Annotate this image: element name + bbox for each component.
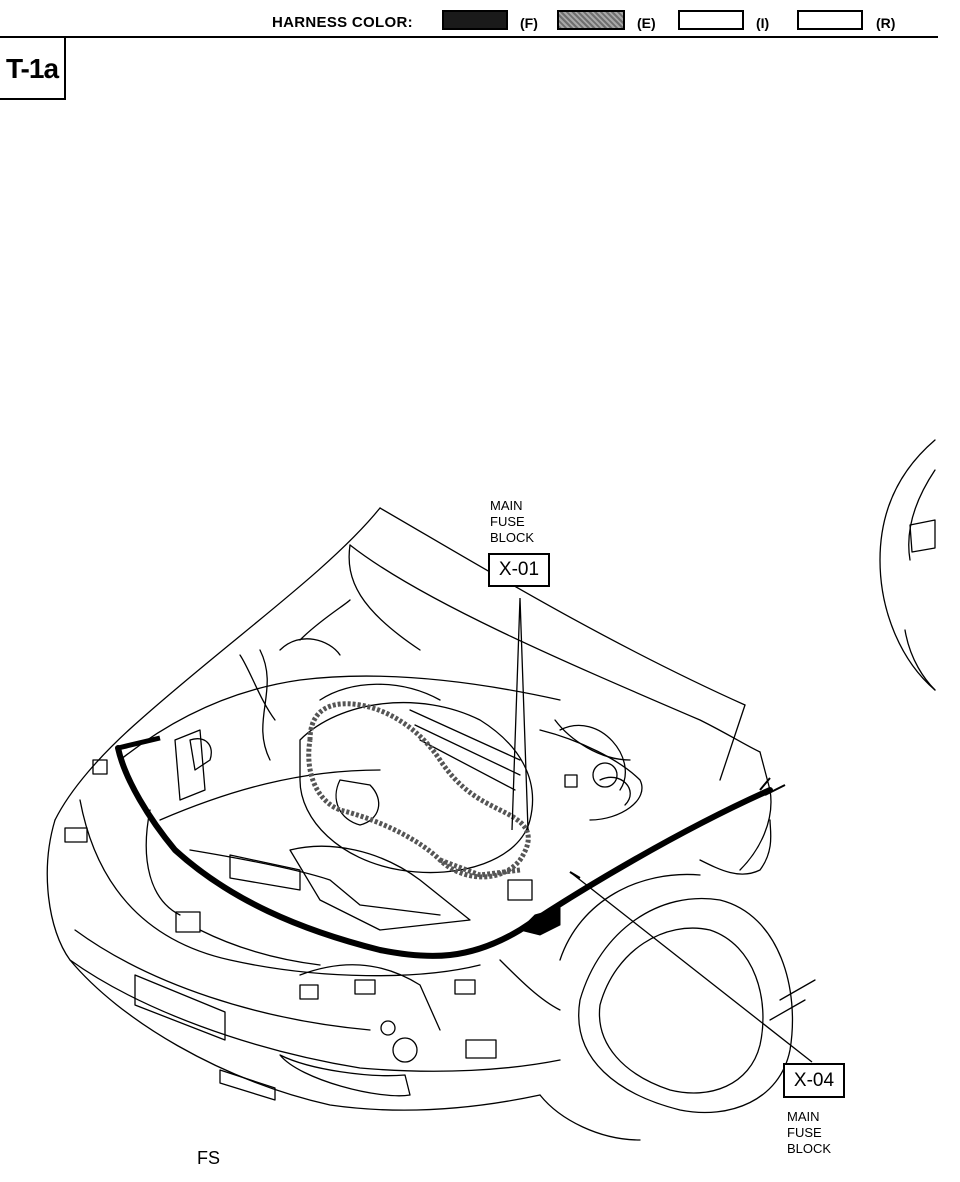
callout-line: MAIN	[490, 498, 523, 513]
adjacent-vehicle	[879, 439, 936, 691]
leader-x-01	[511, 597, 529, 831]
header-rule	[0, 36, 938, 38]
hood-edge	[349, 544, 761, 753]
callout-line: FUSE	[490, 514, 525, 529]
front-fascia	[46, 819, 541, 1111]
page-tab-label: T-1a	[6, 53, 59, 84]
harness-swatch-f	[442, 10, 508, 30]
harness-code-r: (R)	[876, 15, 896, 31]
harness-f-run	[115, 745, 773, 959]
harness-swatch-i	[678, 10, 744, 30]
harness-e-run	[306, 701, 531, 880]
connector-code-x-04: X-04	[783, 1063, 845, 1098]
harness-code-i: (I)	[756, 15, 770, 31]
harness-swatch-e	[557, 10, 625, 30]
grille-slot	[134, 974, 226, 1041]
harness-code-f: (F)	[520, 15, 538, 31]
leader-x-04	[569, 871, 813, 1063]
harness-code-e: (E)	[637, 15, 656, 31]
connector-code-x-01: X-01	[488, 553, 550, 587]
main-fuse-block-label-bottom: MAIN FUSE BLOCK	[787, 1109, 831, 1157]
windshield-line	[379, 507, 746, 706]
callout-line: BLOCK	[490, 530, 535, 545]
main-fuse-block-label-top: MAIN FUSE BLOCK	[490, 498, 534, 546]
footer-code: FS	[197, 1148, 221, 1168]
callout-line: MAIN	[787, 1109, 820, 1124]
callout-line: BLOCK	[787, 1141, 832, 1156]
front-wheel	[578, 897, 794, 1114]
hood-outline	[54, 507, 381, 821]
harness-color-label: HARNESS COLOR:	[272, 14, 413, 31]
page-tab: T-1a	[0, 38, 66, 100]
harness-swatch-r	[797, 10, 863, 30]
fog-light-slot	[279, 1054, 411, 1097]
engine-block	[299, 701, 534, 874]
callout-line: FUSE	[787, 1125, 822, 1140]
